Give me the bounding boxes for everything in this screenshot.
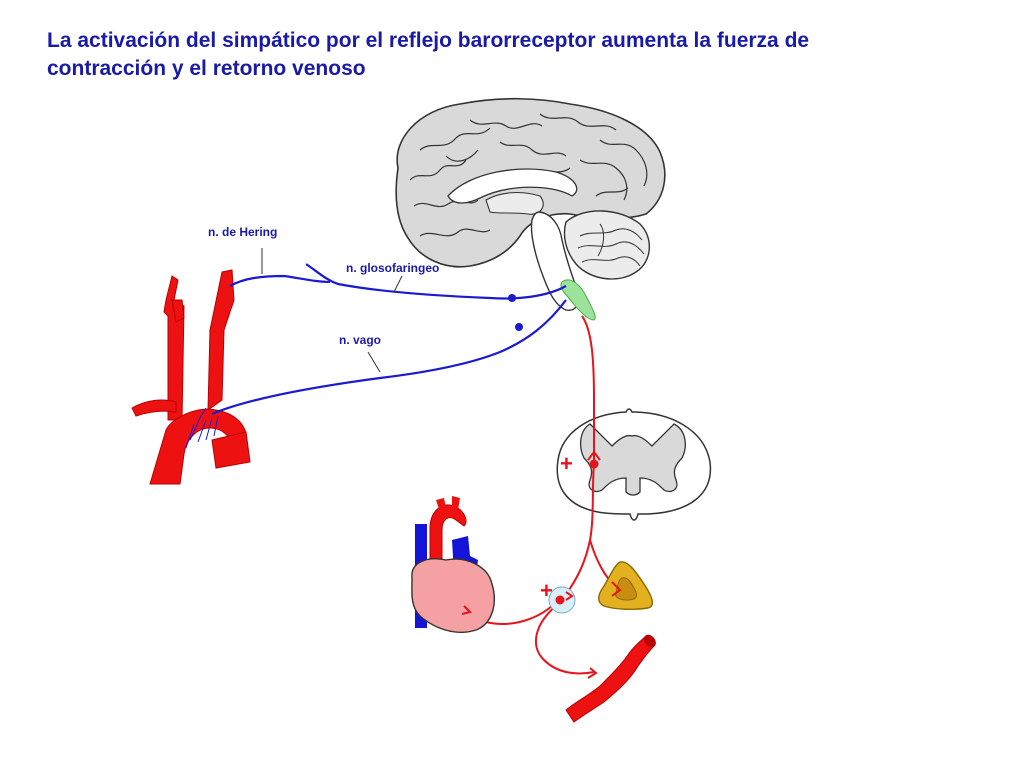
glossopharyngeal-ganglion xyxy=(508,294,516,302)
label-leaders xyxy=(261,248,403,373)
brain-gyri xyxy=(409,113,648,237)
slide-title: La activación del simpático por el refle… xyxy=(47,27,947,83)
glossopharyngeal-nerve xyxy=(305,263,567,300)
vessel-wall xyxy=(565,635,655,723)
carotid-aortic-vessels xyxy=(131,269,251,485)
cerebellum-folia xyxy=(577,223,645,267)
cardiac-terminal xyxy=(461,605,472,615)
descending-pathway xyxy=(581,315,595,462)
label-glossopharyngeal-nerve: n. glosofaringeo xyxy=(346,261,439,275)
carotid-branch xyxy=(171,299,185,323)
spinal-synapse-terminal xyxy=(587,450,601,461)
hering-nerve xyxy=(229,274,331,287)
vagus-nerve xyxy=(211,299,567,416)
brainstem-nucleus xyxy=(560,279,596,321)
title-line-2: contracción y el retorno venoso xyxy=(47,57,366,80)
spinal-synapse xyxy=(589,459,599,469)
vessel-lumen xyxy=(644,634,656,648)
heart xyxy=(411,558,495,634)
label-hering-nerve: n. de Hering xyxy=(208,225,277,239)
heart-illustration xyxy=(411,496,495,634)
ganglion-excitation-sign: + xyxy=(540,578,553,603)
corpus-callosum xyxy=(447,168,578,204)
spinal-cord-section xyxy=(556,408,712,521)
afferent-nerves xyxy=(211,263,567,416)
vagus-ganglion xyxy=(515,323,523,331)
title-line-1: La activación del simpático por el refle… xyxy=(47,29,810,52)
aorta-descending xyxy=(211,431,251,469)
label-vagus-nerve: n. vago xyxy=(339,333,381,347)
vascular-terminal xyxy=(587,667,598,679)
ganglion-terminal xyxy=(565,591,574,601)
cerebellum xyxy=(563,210,650,280)
brain-illustration xyxy=(395,97,666,321)
aorta xyxy=(429,504,467,563)
blood-vessel xyxy=(565,634,656,723)
vascular-fibre xyxy=(535,603,595,675)
aortic-branches xyxy=(436,496,460,512)
subclavian-left xyxy=(131,399,177,417)
preganglionic-fibre xyxy=(565,461,595,595)
spinal-excitation-sign: + xyxy=(560,451,573,476)
carotid-artery xyxy=(163,275,185,421)
adrenal-terminal xyxy=(611,581,622,597)
internal-carotid xyxy=(207,269,235,411)
thalamus xyxy=(485,191,544,215)
baroreceptor-fibres xyxy=(185,407,219,449)
spinal-gray-matter xyxy=(579,423,686,496)
ganglion-synapse xyxy=(555,595,565,605)
